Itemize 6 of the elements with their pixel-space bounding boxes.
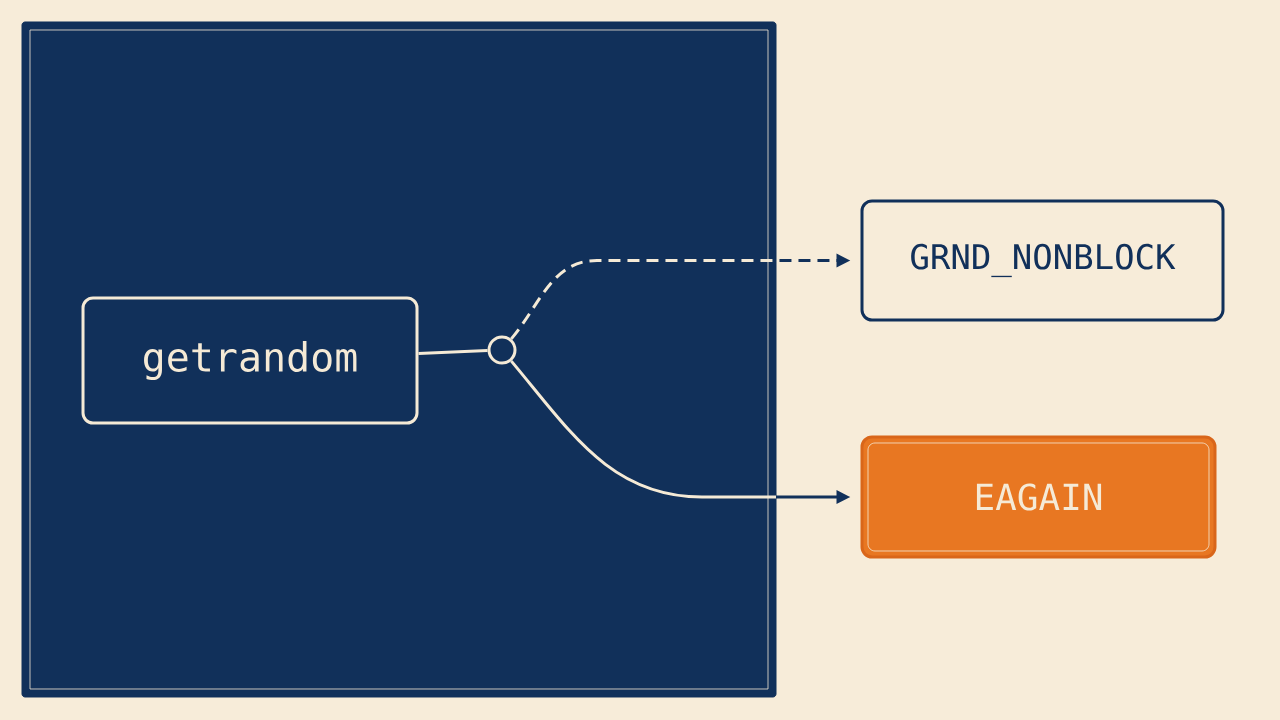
function-box: getrandom [81,296,419,425]
flag-box: GRND_NONBLOCK [860,199,1225,322]
junction-circle [487,335,517,365]
error-box: EAGAIN [860,435,1217,559]
panel-background [21,21,777,698]
connector [418,349,488,355]
